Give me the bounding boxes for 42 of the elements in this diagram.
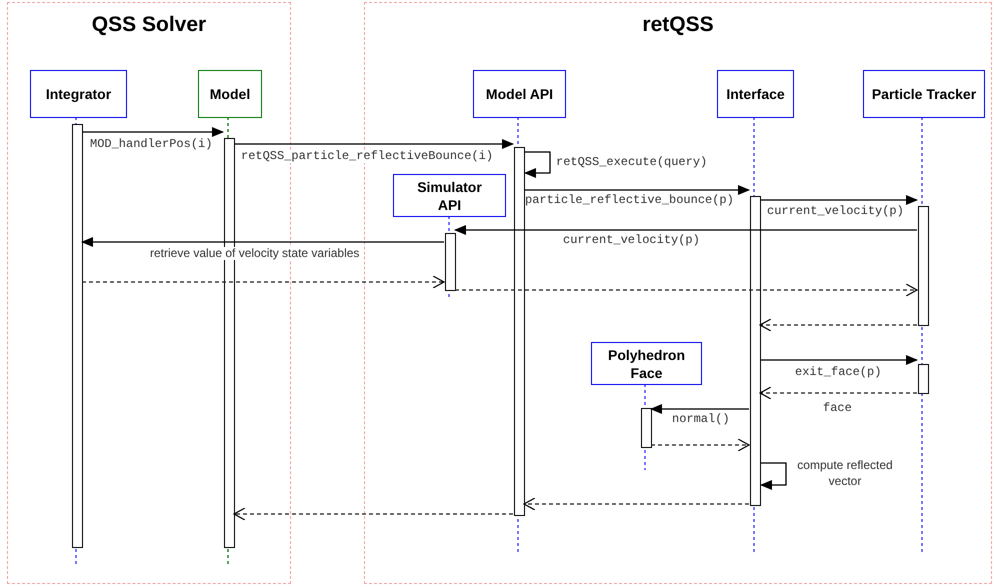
frame-title: retQSS	[641, 13, 715, 37]
activation-bar	[514, 147, 525, 516]
activation-bar	[750, 196, 761, 506]
message-arrow	[760, 355, 918, 365]
message-label: retQSS_particle_reflectiveBounce(i)	[241, 150, 494, 163]
message-arrow	[233, 507, 513, 521]
message-arrow	[651, 438, 750, 452]
activation-bar	[918, 364, 929, 394]
message-label: exit_face(p)	[795, 366, 882, 379]
participant-box: Interface	[717, 70, 794, 118]
message-arrow	[81, 237, 444, 247]
message-arrow	[760, 195, 918, 205]
message-label: normal()	[672, 413, 730, 426]
message-arrow	[234, 139, 514, 149]
participant-box: Particle Tracker	[863, 70, 985, 118]
participant-box: Model	[198, 70, 262, 118]
message-arrow	[82, 127, 224, 137]
message-label: MOD_handlerPos(i)	[90, 138, 212, 151]
message-arrow	[524, 151, 551, 178]
message-label: retrieve value of velocity state variables	[150, 247, 360, 260]
message-arrow	[524, 185, 750, 195]
message-arrow	[455, 283, 918, 297]
message-arrow	[650, 404, 749, 414]
message-label: particle_reflective_bounce(p)	[525, 194, 734, 207]
message-arrow	[760, 462, 787, 490]
participant-box: Model API	[473, 70, 566, 118]
participant-box: Integrator	[30, 70, 127, 118]
activation-bar	[918, 206, 929, 326]
message-label: retQSS_execute(query)	[556, 156, 708, 169]
message-arrow	[454, 225, 917, 235]
message-arrow	[759, 386, 917, 400]
activation-bar	[224, 138, 235, 548]
frame-title: QSS Solver	[90, 13, 208, 37]
activation-bar	[445, 233, 456, 291]
message-arrow	[523, 497, 749, 511]
message-arrow	[759, 318, 917, 332]
activation-bar	[641, 408, 652, 448]
participant-box: Polyhedron Face	[591, 342, 702, 385]
message-label: current_velocity(p)	[563, 234, 700, 247]
message-arrow	[82, 275, 445, 289]
message-label: current_velocity(p)	[767, 205, 904, 218]
participant-box: Simulator API	[393, 174, 506, 217]
